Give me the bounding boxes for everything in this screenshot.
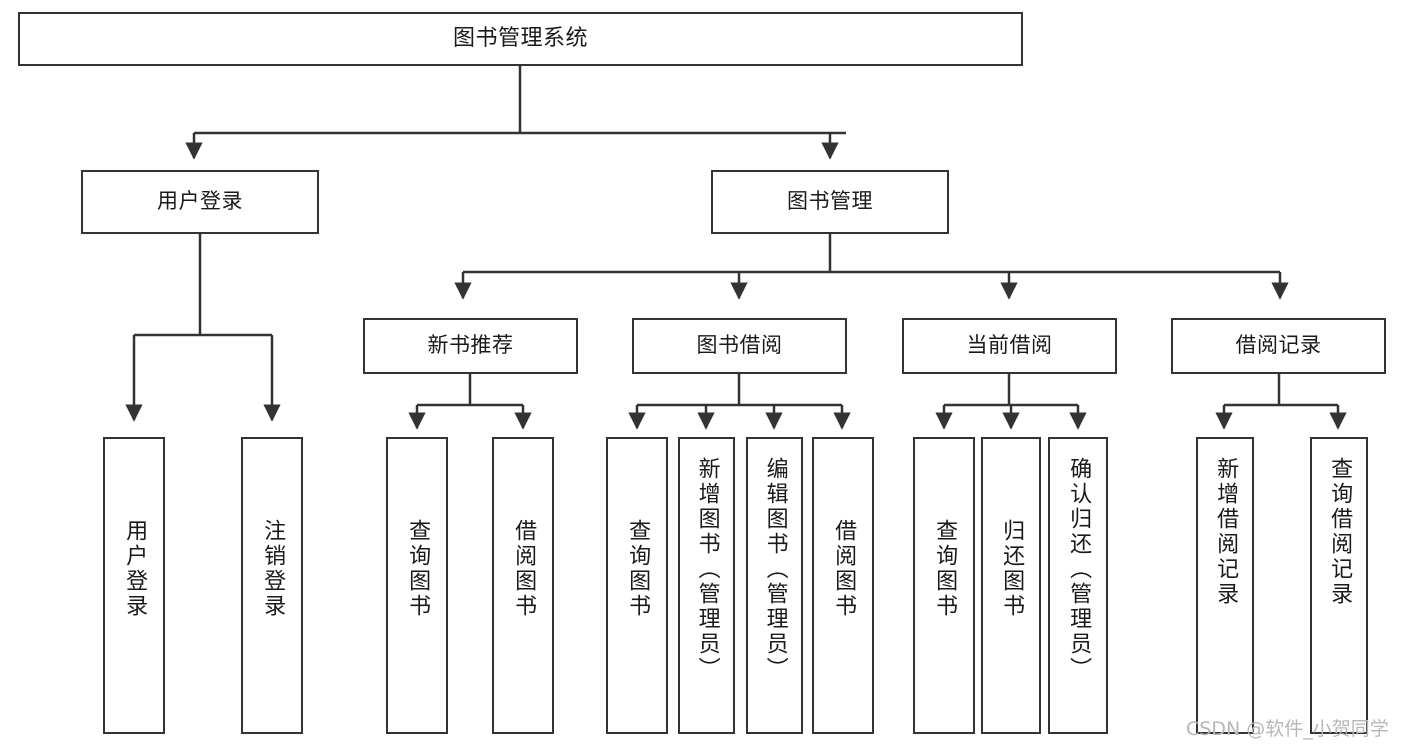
leaf-current-query-book[interactable]: 查询图书 (913, 437, 975, 734)
node-label: 编辑图书（管理员） (762, 457, 788, 682)
leaf-user-login-signin[interactable]: 用户登录 (103, 437, 165, 734)
node-user-login[interactable]: 用户登录 (81, 170, 319, 234)
node-new-book-recommend[interactable]: 新书推荐 (363, 318, 578, 374)
node-label: 新书推荐 (427, 333, 514, 358)
leaf-borrow-edit-book-admin[interactable]: 编辑图书（管理员） (746, 437, 803, 734)
leaf-current-confirm-return-admin[interactable]: 确认归还（管理员） (1048, 437, 1108, 734)
leaf-borrow-borrow-book[interactable]: 借阅图书 (812, 437, 874, 734)
node-label: 查询借阅记录 (1327, 457, 1353, 607)
leaf-borrow-query-book[interactable]: 查询图书 (606, 437, 668, 734)
node-label: 查询图书 (932, 519, 958, 619)
node-label: 当前借阅 (966, 333, 1053, 358)
leaf-borrow-add-book-admin[interactable]: 新增图书（管理员） (678, 437, 735, 734)
node-label: 确认归还（管理员） (1066, 457, 1092, 682)
leaf-record-add-record[interactable]: 新增借阅记录 (1196, 437, 1254, 734)
node-book-borrow[interactable]: 图书借阅 (632, 318, 847, 374)
csdn-watermark: CSDN @软件_小贺同学 (1186, 718, 1389, 740)
node-label: 图书管理系统 (452, 25, 588, 51)
node-label: 借阅图书 (831, 519, 857, 619)
leaf-recommend-borrow-book[interactable]: 借阅图书 (492, 437, 554, 734)
node-label: 图书管理 (787, 189, 873, 214)
leaf-record-query-record[interactable]: 查询借阅记录 (1310, 437, 1368, 734)
node-book-management[interactable]: 图书管理 (711, 170, 949, 234)
node-borrow-record[interactable]: 借阅记录 (1171, 318, 1386, 374)
node-current-borrow[interactable]: 当前借阅 (902, 318, 1117, 374)
node-label: 用户登录 (157, 189, 243, 214)
node-label: 新增借阅记录 (1213, 457, 1239, 607)
node-label: 借阅图书 (511, 519, 537, 619)
node-label: 用户登录 (122, 519, 148, 619)
node-label: 借阅记录 (1235, 333, 1322, 358)
node-root-system[interactable]: 图书管理系统 (18, 12, 1023, 66)
leaf-current-return-book[interactable]: 归还图书 (981, 437, 1041, 734)
leaf-recommend-query-book[interactable]: 查询图书 (386, 437, 448, 734)
node-label: 图书借阅 (696, 333, 783, 358)
node-label: 归还图书 (999, 519, 1025, 619)
node-label: 新增图书（管理员） (694, 457, 720, 682)
node-label: 注销登录 (260, 519, 286, 619)
node-label: 查询图书 (625, 519, 651, 619)
leaf-user-login-signout[interactable]: 注销登录 (241, 437, 303, 734)
node-label: 查询图书 (405, 519, 431, 619)
